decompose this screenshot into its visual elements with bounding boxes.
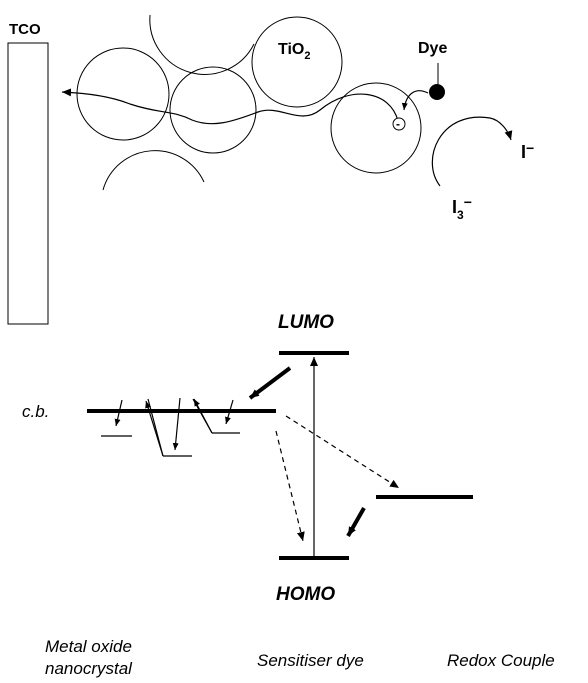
caption-redox: Redox Couple <box>447 651 555 670</box>
electron-transport-path <box>61 88 399 125</box>
tco-label: TCO <box>9 21 41 38</box>
electron-label: - <box>396 117 400 131</box>
nanoparticle-2 <box>169 66 257 154</box>
injection-bold-arrow <box>248 366 292 400</box>
recombination-to-redox-arrow <box>285 415 400 489</box>
injection-arrow <box>401 90 429 111</box>
regeneration-bold-arrow <box>346 507 366 537</box>
iodide-label: I− <box>521 140 534 162</box>
triiodide-label: I3− <box>452 194 472 222</box>
electron-circle <box>392 117 406 131</box>
trap-states <box>101 397 240 457</box>
redox-regeneration-arrow <box>431 116 513 187</box>
caption-sensitiser: Sensitiser dye <box>257 651 364 670</box>
caption-metal-oxide-line2: nanocrystal <box>45 659 133 678</box>
dye-molecule <box>429 84 445 100</box>
energy-level-diagram: LUMO HOMO c.b. <box>22 312 473 605</box>
trap-arrow-3 <box>225 399 234 425</box>
nanoparticle-4 <box>330 82 422 174</box>
trap-arrow-2 <box>172 397 181 451</box>
nanoparticle-1 <box>76 47 170 141</box>
nanoparticle-3 <box>251 16 343 108</box>
recombination-to-homo-arrow <box>275 430 305 542</box>
trap-detrap-arrow-1 <box>145 400 164 457</box>
caption-metal-oxide-line1: Metal oxide <box>45 637 132 656</box>
tco-electrode <box>7 42 49 325</box>
nanoparticle-arc-bottom <box>102 150 205 191</box>
dye-label: Dye <box>418 40 447 57</box>
tio2-label: TiO2 <box>278 41 311 62</box>
trap-detrap-arrow-2 <box>193 398 213 434</box>
cb-label: c.b. <box>22 402 49 421</box>
captions: Metal oxide nanocrystal Sensitiser dye R… <box>45 637 555 678</box>
nanoparticle-arc-top <box>149 14 255 75</box>
lumo-label: LUMO <box>278 312 334 333</box>
homo-label: HOMO <box>276 584 335 605</box>
cell-schematic: TCO Dye - TiO2 I− I3− <box>7 14 534 325</box>
tio2-nanoparticles <box>76 14 422 191</box>
trap-arrow-1 <box>114 399 123 427</box>
